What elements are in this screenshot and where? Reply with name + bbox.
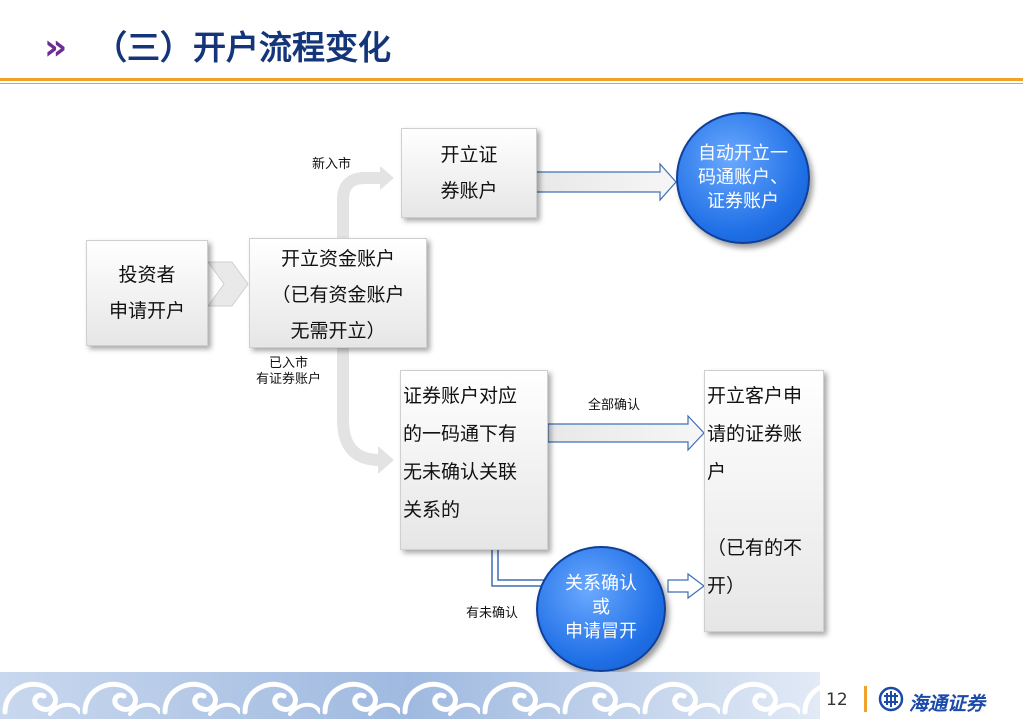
slide-header: » （三）开户流程变化 [0, 0, 1023, 90]
client-line-1: 开立客户申 [707, 385, 803, 407]
client-line-2: 请的证券账 [707, 423, 803, 445]
client-line-6: 开） [707, 575, 746, 597]
auto-open-circle: 自动开立一 码通账户、 证券账户 [676, 112, 810, 244]
header-rule [0, 78, 1023, 81]
all-confirmed-arrow [547, 414, 705, 452]
open-sec-account-box: 开立证 券账户 [401, 128, 537, 218]
label-existing-line-1: 已入市 [269, 356, 309, 371]
auto-line-1: 自动开立一 [698, 143, 788, 164]
fund-line-1: 开立资金账户 [280, 248, 395, 270]
confirm-circle: 关系确认 或 申请冒开 [536, 546, 666, 672]
check-line-4: 关系的 [403, 499, 461, 521]
check-line-3: 无未确认关联 [403, 461, 518, 483]
fund-line-2: （已有资金账户 [271, 284, 405, 306]
page-number: 12 [826, 690, 848, 710]
confirm-line-3: 申请冒开 [565, 621, 637, 642]
auto-line-3: 证券账户 [707, 191, 779, 212]
investor-line-2: 申请开户 [108, 300, 185, 322]
relation-check-box: 证券账户对应 的一码通下有 无未确认关联 关系的 [400, 370, 548, 550]
investor-apply-box: 投资者 申请开户 [86, 240, 208, 346]
open-sec-line-2: 券账户 [440, 180, 498, 202]
brand-name: 海通证券 [909, 693, 986, 715]
client-line-3: 户 [707, 461, 727, 483]
unconfirmed-connector [491, 550, 548, 587]
header-rule-thin [0, 83, 1023, 84]
label-new-investor: 新入市 [312, 157, 352, 172]
unconfirmed-connector-inner [497, 550, 548, 581]
down-branch-path [337, 419, 381, 466]
check-line-1: 证券账户对应 [403, 385, 518, 407]
client-line-5: （已有的不 [707, 537, 803, 559]
client-line-4 [707, 491, 823, 529]
label-unconfirmed: 有未确认 [466, 606, 519, 621]
investor-to-fund-arrow [207, 261, 249, 307]
fund-line-3: 无需开立） [290, 320, 386, 342]
label-existing-line-2: 有证券账户 [256, 372, 322, 387]
open-sec-line-1: 开立证 [440, 144, 498, 166]
to-auto-open-arrow [535, 162, 677, 202]
label-all-confirmed: 全部确认 [588, 398, 641, 413]
client-account-box: 开立客户申 请的证券账 户 （已有的不 开） [704, 370, 824, 632]
up-branch-arrowhead [380, 166, 394, 190]
haitong-logo-icon [878, 686, 904, 712]
investor-line-1: 投资者 [118, 264, 176, 286]
confirm-to-client-arrow [667, 572, 705, 600]
slide-title: （三）开户流程变化 [94, 28, 391, 67]
check-line-2: 的一码通下有 [403, 423, 518, 445]
fund-account-box: 开立资金账户 （已有资金账户 无需开立） [249, 238, 427, 348]
confirm-line-2: 或 [592, 597, 610, 618]
down-branch-arrowhead [378, 446, 394, 474]
confirm-line-1: 关系确认 [565, 573, 637, 594]
auto-line-2: 码通账户、 [698, 167, 788, 188]
wave-pattern-band [0, 672, 820, 719]
gray-trunk-path [337, 172, 382, 420]
label-existing-investor: 已入市 有证券账户 [256, 356, 321, 388]
footer-divider [864, 686, 867, 712]
